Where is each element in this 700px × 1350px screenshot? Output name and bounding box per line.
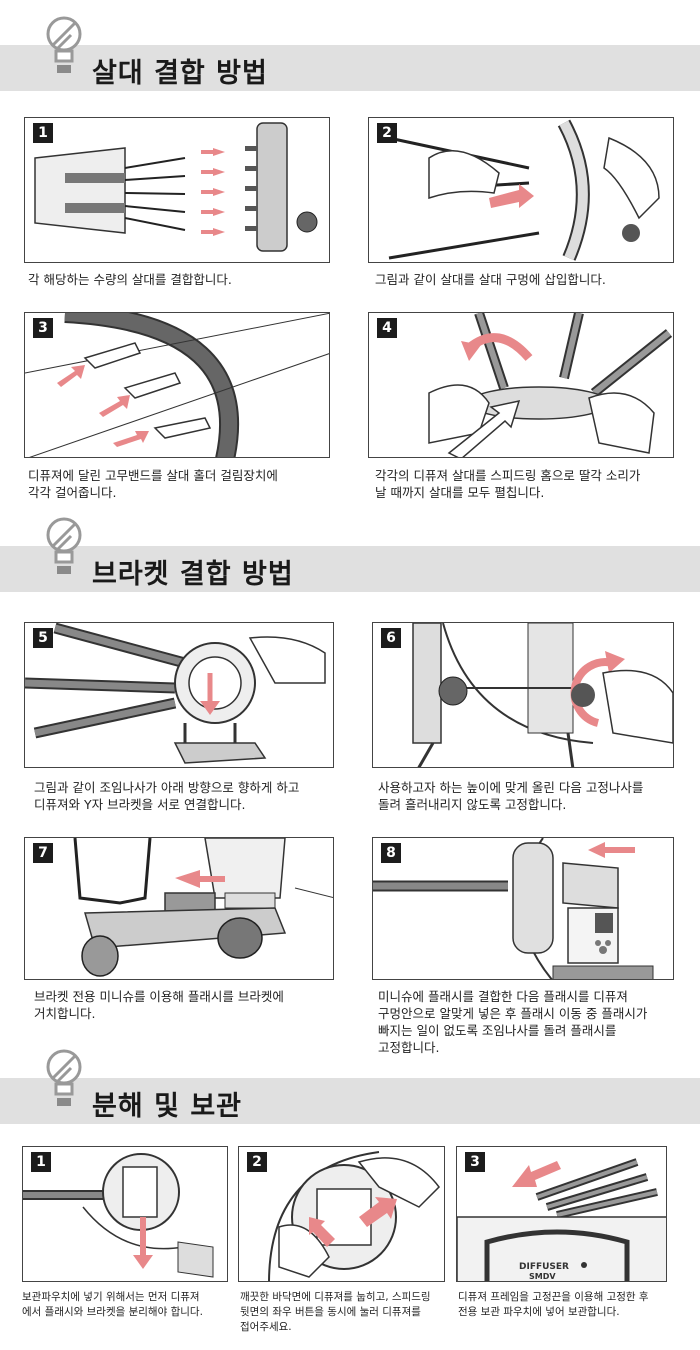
bracket-step-6-illustration: 6 [372,622,674,768]
section-band-bracket [0,546,700,592]
rod-step-4-caption: 각각의 디퓨져 살대를 스피드링 홈으로 딸각 소리가 날 때까지 살대를 모두… [375,468,641,500]
step-number-badge: 3 [33,318,53,338]
section-title-storage: 분해 및 보관 [92,1091,242,1122]
bracket-step-5-caption: 그림과 같이 조임나사가 아래 방향으로 향하게 하고 디퓨져와 Y자 브라켓을… [34,780,300,812]
lightbulb-icon [46,1049,82,1106]
rod-step-1-illustration: 1 [24,117,330,263]
storage-step-1-caption: 보관파우치에 넣기 위해서는 먼저 디퓨져 에서 플래시와 브라켓을 분리해야 … [22,1291,203,1318]
section-band-rod [0,45,700,91]
step-number-badge: 8 [381,843,401,863]
step-number-badge: 4 [377,318,397,338]
rod-step-2-illustration: 2 [368,117,674,263]
rod-step-3-caption: 디퓨져에 달린 고무밴드를 살대 홀더 걸림장치에 각각 걸어줍니다. [28,468,278,500]
bracket-step-6-caption: 사용하고자 하는 높이에 맞게 올린 다음 고정나사를 돌려 흘러내리지 않도록… [378,780,644,812]
bracket-step-5-illustration: 5 [24,622,334,768]
bracket-step-8-caption: 미니슈에 플래시를 결합한 다음 플래시를 디퓨져 구멍안으로 알맞게 넣은 후… [378,989,648,1055]
step-number-badge: 1 [31,1152,51,1172]
bracket-step-7-illustration: 7 [24,837,334,980]
step-number-badge: 7 [33,843,53,863]
step-number-badge: 3 [465,1152,485,1172]
rod-step-3-illustration: 3 [24,312,330,458]
rod-step-2-caption: 그림과 같이 살대를 살대 구멍에 삽입합니다. [375,272,606,287]
step-number-badge: 2 [247,1152,267,1172]
storage-step-3-illustration: 3 DIFFUSER SMDV [456,1146,667,1282]
bag-brand-text: DIFFUSER [519,1262,569,1272]
step-number-badge: 1 [33,123,53,143]
storage-step-2-caption: 깨끗한 바닥면에 디퓨져를 눕히고, 스피드링 뒷면의 좌우 버튼을 동시에 눌… [240,1291,431,1333]
lightbulb-icon [46,517,82,574]
lightbulb-icon [46,16,82,73]
bag-model-text: SMDV [529,1272,556,1281]
step-number-badge: 5 [33,628,53,648]
rod-step-4-illustration: 4 [368,312,674,458]
storage-step-3-caption: 디퓨져 프레임을 고정끈을 이용해 고정한 후 전용 보관 파우치에 넣어 보관… [458,1291,649,1318]
bracket-step-8-illustration: 8 [372,837,674,980]
storage-step-2-illustration: 2 [238,1146,445,1282]
storage-step-1-illustration: 1 [22,1146,228,1282]
section-title-rod: 살대 결합 방법 [92,58,268,89]
step-number-badge: 2 [377,123,397,143]
section-title-bracket: 브라켓 결합 방법 [92,559,294,590]
rod-step-1-caption: 각 해당하는 수량의 살대를 결합합니다. [28,272,232,287]
bracket-step-7-caption: 브라켓 전용 미니슈를 이용해 플래시를 브라켓에 거치합니다. [34,989,284,1021]
step-number-badge: 6 [381,628,401,648]
section-band-storage [0,1078,700,1124]
